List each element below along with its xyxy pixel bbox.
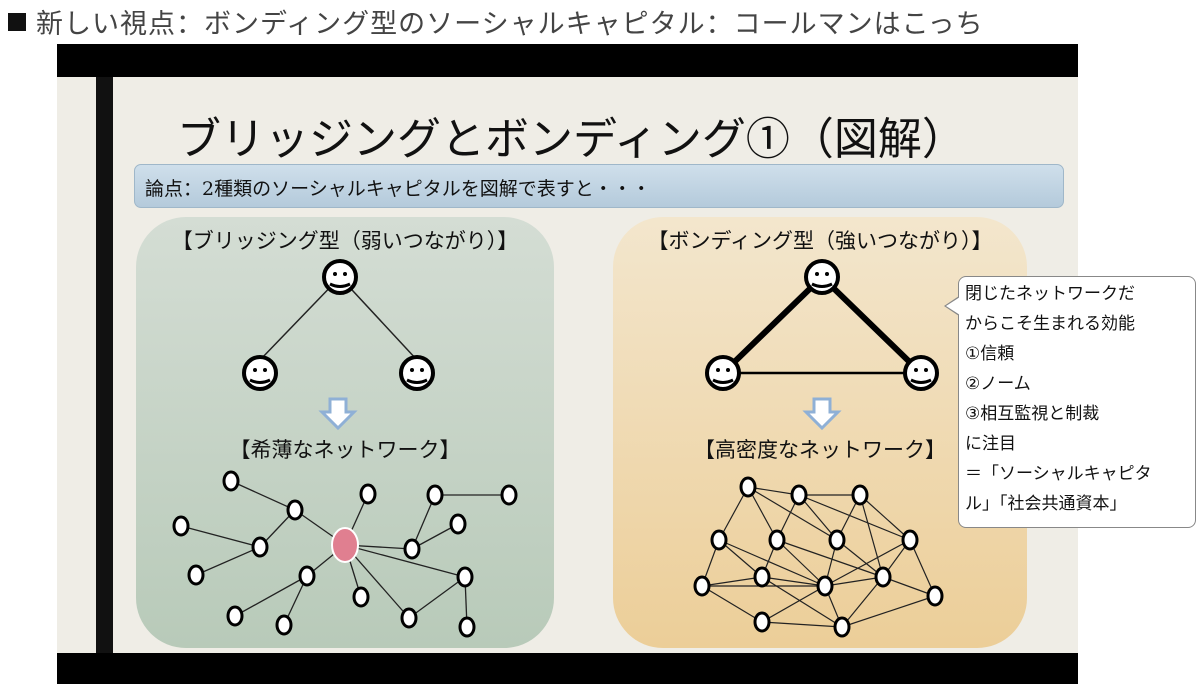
person-icon-left: [705, 355, 741, 391]
dense-network: [701, 486, 936, 628]
callout-line: ル」「社会共通資本」: [965, 494, 1127, 514]
down-arrow-icon: [804, 397, 840, 430]
callout-line: 閉じたネットワークだ: [965, 284, 1135, 304]
down-arrow-icon: [320, 397, 356, 430]
callout-tail-fill: [946, 297, 960, 315]
thesis-box: 論点：2種類のソーシャルキャピタルを図解で表すと・・・: [134, 164, 1064, 208]
slide: ブリッジングとボンディング①（図解） 論点：2種類のソーシャルキャピタルを図解で…: [57, 44, 1078, 684]
dense-network-nodes: [693, 476, 944, 638]
bonding-triangle: [705, 259, 939, 430]
callout-box: 閉じたネットワークだ からこそ生まれる効能 ①信頼 ②ノーム ③相互監視と制裁 …: [958, 276, 1196, 528]
page-header: 新しい視点：ボンディング型のソーシャルキャピタル：コールマンはこっち: [8, 2, 984, 40]
network-diagrams: [172, 259, 944, 638]
person-icon-top: [804, 259, 840, 295]
bridging-heading: 【ブリッジング型（弱いつながり）】: [171, 229, 519, 253]
dense-network-heading: 【高密度なネットワーク】: [694, 438, 946, 462]
person-icon-left: [242, 355, 278, 391]
hub-node: [331, 527, 359, 563]
sparse-network-nodes: [172, 470, 518, 638]
sparse-network-heading: 【希薄なネットワーク】: [229, 438, 461, 462]
bullet-square-icon: [8, 13, 26, 31]
page-title: 新しい視点：ボンディング型のソーシャルキャピタル：コールマンはこっち: [36, 8, 984, 40]
slide-title: ブリッジングとボンディング①（図解）: [177, 114, 966, 165]
person-icon-right: [399, 355, 435, 391]
callout-line: からこそ生まれる効能: [965, 314, 1135, 334]
slide-body: ブリッジングとボンディング①（図解） 論点：2種類のソーシャルキャピタルを図解で…: [57, 77, 1078, 653]
thesis-text: 論点：2種類のソーシャルキャピタルを図解で表すと・・・: [145, 178, 651, 200]
person-icon-right: [903, 355, 939, 391]
callout-line: ＝「ソーシャルキャピタ: [965, 464, 1152, 484]
person-icon-top: [322, 259, 358, 295]
callout-line: ③相互監視と制裁: [965, 404, 1100, 424]
callout-line: ①信頼: [965, 344, 1015, 364]
slide-left-bar: [96, 77, 113, 653]
callout-line: ②ノーム: [965, 374, 1031, 394]
bonding-heading: 【ボンディング型（強いつながり）】: [647, 229, 993, 253]
bridging-tree: [242, 259, 435, 430]
callout-line: に注目: [965, 434, 1016, 454]
